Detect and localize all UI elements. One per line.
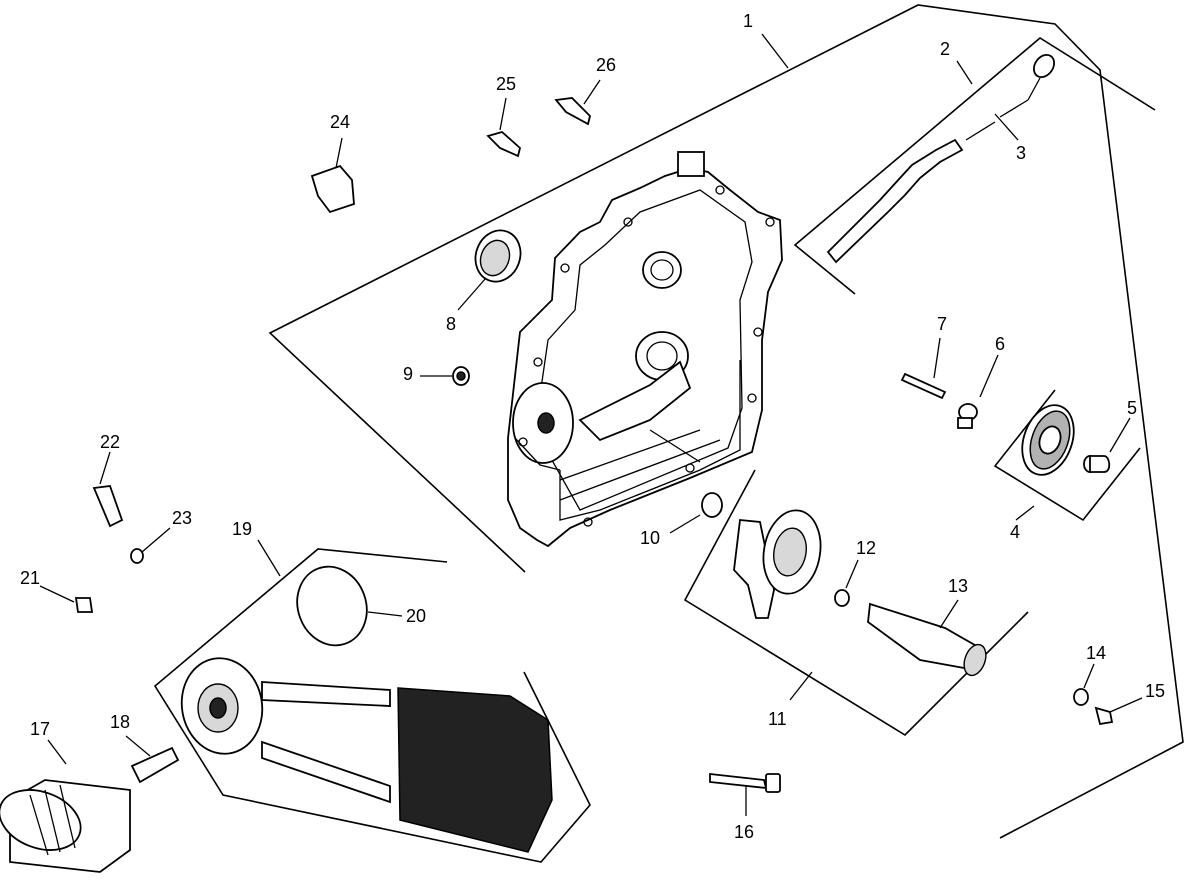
bolt-16	[709, 772, 781, 793]
callout-3: 3	[1016, 143, 1026, 163]
callout-21: 21	[20, 568, 40, 588]
nut	[452, 366, 470, 386]
group-outline-19	[153, 548, 591, 863]
group-outline-11	[683, 469, 1029, 737]
o-ring-20	[296, 565, 368, 647]
callout-labels: 1 2 3 4 5 6 7 8 9 10 11 12 13 14 15 16 1…	[20, 11, 1165, 842]
callout-13: 13	[948, 576, 968, 596]
o-ring-10	[701, 492, 723, 518]
oil-pressure-switch	[310, 164, 355, 214]
o-ring-23	[130, 548, 144, 564]
callout-17: 17	[30, 719, 50, 739]
callout-20: 20	[406, 606, 426, 626]
callout-22: 22	[100, 432, 120, 452]
callout-15: 15	[1145, 681, 1165, 701]
callout-2: 2	[940, 39, 950, 59]
oil-cooler	[180, 657, 553, 853]
callout-14: 14	[1086, 643, 1106, 663]
oil-filter	[0, 779, 131, 873]
o-ring-12	[834, 589, 850, 607]
callout-10: 10	[640, 528, 660, 548]
group-outline-1	[268, 4, 1184, 839]
callout-18: 18	[110, 712, 130, 732]
washer-14	[1073, 688, 1089, 706]
callout-25: 25	[496, 74, 516, 94]
group-outline-2	[793, 37, 1156, 295]
clip-21	[74, 597, 94, 613]
pump-gear	[1021, 404, 1075, 476]
bolt-15	[1094, 706, 1114, 726]
callout-1: 1	[743, 11, 753, 31]
group-outline-4	[993, 389, 1141, 522]
callout-12: 12	[856, 538, 876, 558]
retainer-clip	[957, 403, 978, 429]
callout-16: 16	[734, 822, 754, 842]
callout-11: 11	[768, 709, 787, 729]
callout-6: 6	[995, 334, 1005, 354]
pump-rotor-shaft	[867, 602, 987, 677]
callout-5: 5	[1127, 398, 1137, 418]
callout-26: 26	[596, 55, 616, 75]
callout-8: 8	[446, 314, 456, 334]
gear-shaft-pin	[1083, 455, 1111, 473]
oil-seal	[474, 229, 522, 283]
callout-24: 24	[330, 112, 350, 132]
callout-4: 4	[1010, 522, 1020, 542]
bolt-26	[554, 97, 591, 126]
callout-23: 23	[172, 508, 192, 528]
filter-nipple	[130, 746, 180, 784]
callout-9: 9	[403, 364, 413, 384]
dipstick-assembly	[826, 53, 1055, 264]
leader-lines	[39, 33, 1143, 816]
timing-cover	[507, 151, 783, 548]
pin	[900, 372, 947, 400]
bolt-25	[486, 130, 522, 158]
callout-19: 19	[232, 519, 252, 539]
oil-pump-housing	[733, 509, 822, 619]
sensor-22	[92, 485, 124, 528]
callout-7: 7	[937, 314, 947, 334]
